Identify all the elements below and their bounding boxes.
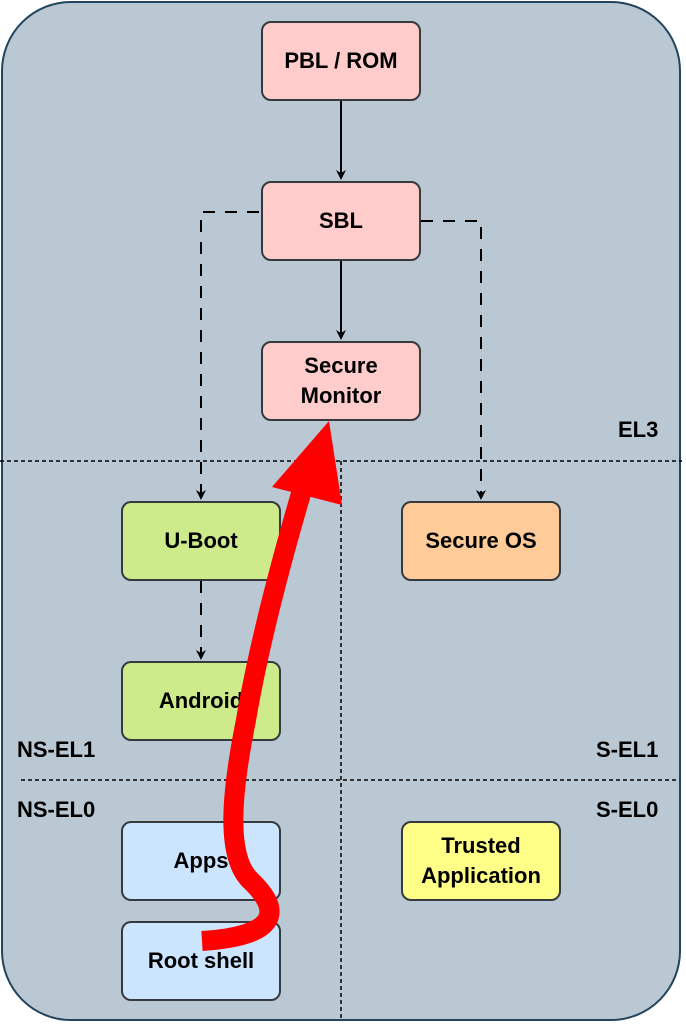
android-box: Android [121,661,281,741]
trusted-application-box: Trusted Application [401,821,561,901]
pbl-rom-box: PBL / ROM [261,21,421,101]
ns-el1-label: NS-EL1 [17,737,96,762]
secure-os-box: Secure OS [401,501,561,581]
s-el0-label: S-EL0 [596,797,659,822]
sbl-box: SBL [261,181,421,261]
el3-label: EL3 [618,417,659,442]
uboot-box: U-Boot [121,501,281,581]
secure-monitor-box: Secure Monitor [261,341,421,421]
sbl-to-uboot-arrow [196,211,259,500]
apps-box: Apps [121,821,281,901]
root-shell-box: Root shell [121,921,281,1001]
s-el1-label: S-EL1 [596,737,659,762]
sbl-to-secure-os-arrow [421,220,486,500]
ns-el0-label: NS-EL0 [17,797,96,822]
